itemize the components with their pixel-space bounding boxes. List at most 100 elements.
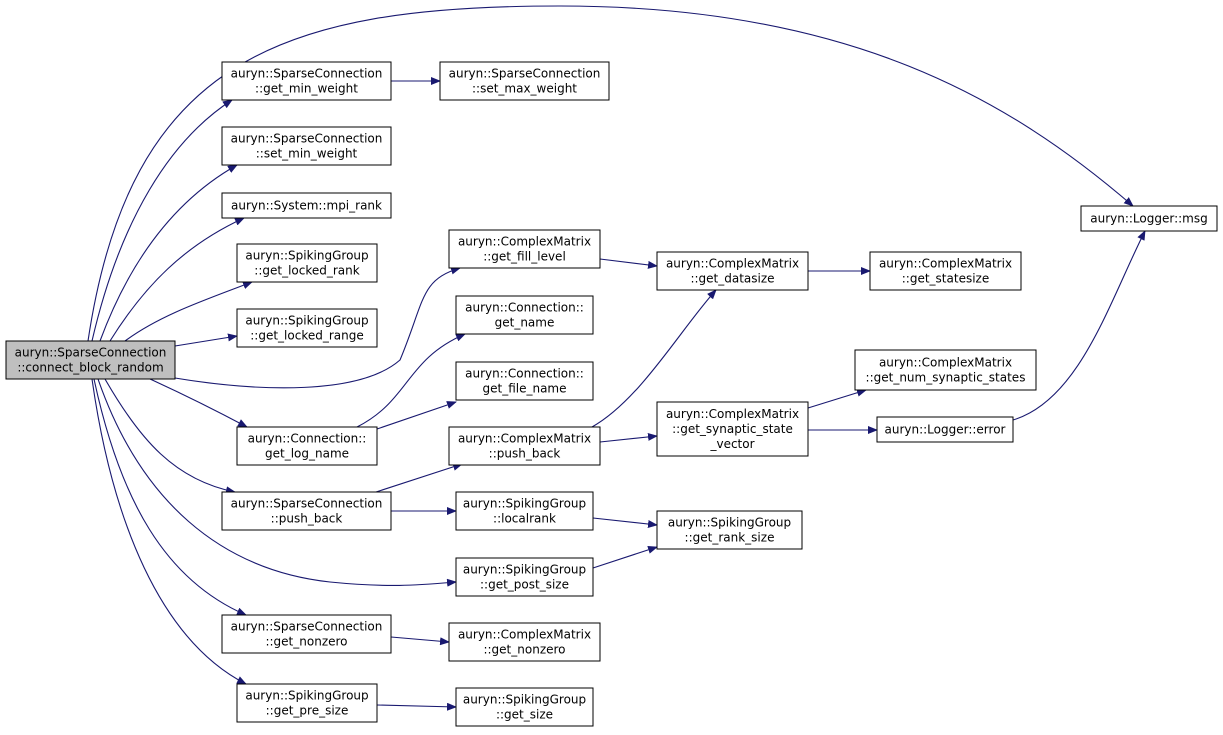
node-sg-get-locked-range[interactable]: auryn::SpikingGroup::get_locked_range — [236, 308, 378, 348]
node-cm-push-back[interactable]: auryn::ComplexMatrix::push_back — [448, 426, 601, 466]
node-box[interactable] — [236, 426, 378, 466]
node-label-line: auryn::ComplexMatrix — [666, 257, 799, 271]
node-label-line: ::push_back — [271, 512, 343, 526]
node-label-line: ::get_num_synaptic_states — [866, 371, 1026, 385]
node-cm-get-num-synaptic-states[interactable]: auryn::ComplexMatrix::get_num_synaptic_s… — [854, 349, 1037, 391]
node-label-line: auryn::SparseConnection — [15, 346, 167, 360]
node-conn-get-log-name[interactable]: auryn::Connection::get_log_name — [236, 426, 378, 466]
node-box[interactable] — [656, 510, 803, 550]
node-box[interactable] — [221, 126, 392, 166]
node-box[interactable] — [455, 295, 594, 335]
node-label-line: auryn::ComplexMatrix — [458, 432, 591, 446]
node-box[interactable] — [448, 229, 601, 269]
node-label-line: ::get_synaptic_state — [672, 422, 793, 436]
node-label-line: auryn::SparseConnection — [231, 497, 383, 511]
node-connect-block-random[interactable]: auryn::SparseConnection::connect_block_r… — [5, 340, 176, 380]
node-conn-get-name[interactable]: auryn::Connection::get_name — [455, 295, 594, 335]
node-sg-get-pre-size[interactable]: auryn::SpikingGroup::get_pre_size — [236, 683, 378, 723]
node-sc-set-min-weight[interactable]: auryn::SparseConnection::set_min_weight — [221, 126, 392, 166]
node-logger-msg[interactable]: auryn::Logger::msg — [1080, 205, 1218, 232]
node-label-line: ::localrank — [493, 512, 556, 526]
node-box[interactable] — [656, 251, 809, 291]
node-box[interactable] — [221, 614, 392, 654]
node-box[interactable] — [869, 251, 1022, 291]
node-label-line: auryn::SpikingGroup — [245, 249, 368, 263]
edge-logger_error-to-logger_msg — [1012, 230, 1146, 421]
node-box[interactable] — [236, 308, 378, 348]
edge-cm_get_fill_level-to-cm_get_datasize — [599, 258, 658, 269]
node-box[interactable] — [876, 416, 1014, 443]
node-label-line: auryn::SpikingGroup — [463, 497, 586, 511]
node-box[interactable] — [455, 557, 594, 597]
node-label-line: auryn::Connection:: — [465, 301, 584, 315]
edge-sc_push_back-to-cm_push_back — [375, 462, 463, 493]
edge-connect_block_random-to-sg_get_pre_size — [91, 378, 247, 685]
node-logger-error[interactable]: auryn::Logger::error — [876, 416, 1014, 443]
node-box[interactable] — [236, 683, 378, 723]
nodes-layer: auryn::SparseConnection::connect_block_r… — [5, 61, 1218, 727]
node-label-line: ::get_nonzero — [265, 635, 347, 649]
node-cm-get-datasize[interactable]: auryn::ComplexMatrix::get_datasize — [656, 251, 809, 291]
node-sg-localrank[interactable]: auryn::SpikingGroup::localrank — [455, 491, 594, 531]
node-sc-get-nonzero[interactable]: auryn::SparseConnection::get_nonzero — [221, 614, 392, 654]
node-box[interactable] — [221, 192, 392, 219]
node-sg-get-rank-size[interactable]: auryn::SpikingGroup::get_rank_size — [656, 510, 803, 550]
node-box[interactable] — [455, 491, 594, 531]
node-label-line: auryn::ComplexMatrix — [666, 407, 799, 421]
edges-layer — [87, 5, 1146, 711]
edge-sg_get_pre_size-to-sg_get_size — [376, 702, 457, 711]
node-box[interactable] — [221, 491, 392, 531]
node-box[interactable] — [448, 426, 601, 466]
edge-connect_block_random-to-sg_get_locked_rank — [124, 281, 253, 342]
node-box[interactable] — [1080, 205, 1218, 232]
node-label-line: ::set_max_weight — [472, 82, 577, 96]
node-label-line: ::get_locked_rank — [254, 264, 359, 278]
node-box[interactable] — [455, 687, 594, 727]
node-box[interactable] — [854, 349, 1037, 391]
node-conn-get-file-name[interactable]: auryn::Connection::get_file_name — [455, 361, 594, 401]
node-label-line: ::get_pre_size — [266, 704, 349, 718]
node-box[interactable] — [5, 340, 176, 380]
node-label-line: ::get_post_size — [480, 578, 569, 592]
node-label-line: auryn::SpikingGroup — [463, 693, 586, 707]
node-label-line: auryn::SpikingGroup — [245, 689, 368, 703]
node-label-line: auryn::SpikingGroup — [245, 314, 368, 328]
node-sg-get-post-size[interactable]: auryn::SpikingGroup::get_post_size — [455, 557, 594, 597]
node-label-line: ::get_rank_size — [685, 531, 775, 545]
node-box[interactable] — [439, 61, 610, 101]
node-label-line: ::get_size — [496, 708, 553, 722]
node-sg-get-size[interactable]: auryn::SpikingGroup::get_size — [455, 687, 594, 727]
node-sc-get-min-weight[interactable]: auryn::SparseConnection::get_min_weight — [221, 61, 392, 101]
node-sg-get-locked-rank[interactable]: auryn::SpikingGroup::get_locked_rank — [236, 243, 378, 283]
node-sc-set-max-weight[interactable]: auryn::SparseConnection::set_max_weight — [439, 61, 610, 101]
edge-connect_block_random-to-sys_mpi_rank — [109, 217, 245, 342]
edge-conn_get_log_name-to-conn_get_name — [356, 333, 466, 428]
node-label-line: auryn::SparseConnection — [231, 132, 383, 146]
node-sys-mpi-rank[interactable]: auryn::System::mpi_rank — [221, 192, 392, 219]
node-label-line: auryn::SparseConnection — [449, 67, 601, 81]
node-label-line: ::get_nonzero — [483, 643, 565, 657]
node-label-line: auryn::SpikingGroup — [463, 563, 586, 577]
node-label-line: auryn::Logger::error — [885, 423, 1006, 437]
edge-connect_block_random-to-sg_get_locked_range — [174, 333, 238, 347]
node-box[interactable] — [448, 622, 601, 662]
node-box[interactable] — [455, 361, 594, 401]
node-cm-get-fill-level[interactable]: auryn::ComplexMatrix::get_fill_level — [448, 229, 601, 269]
node-sc-push-back[interactable]: auryn::SparseConnection::push_back — [221, 491, 392, 531]
node-label-line: auryn::ComplexMatrix — [879, 356, 1012, 370]
node-label-line: ::push_back — [489, 447, 561, 461]
edge-connect_block_random-to-logger_msg — [87, 5, 1134, 342]
node-cm-get-statesize[interactable]: auryn::ComplexMatrix::get_statesize — [869, 251, 1022, 291]
node-box[interactable] — [236, 243, 378, 283]
edge-connect_block_random-to-sc_get_nonzero — [93, 378, 247, 616]
edge-connect_block_random-to-conn_get_log_name — [149, 378, 248, 428]
node-cm-get-nonzero[interactable]: auryn::ComplexMatrix::get_nonzero — [448, 622, 601, 662]
node-label-line: auryn::System::mpi_rank — [231, 199, 382, 213]
edge-connect_block_random-to-cm_get_fill_level — [174, 266, 461, 389]
node-label-line: auryn::ComplexMatrix — [458, 235, 591, 249]
node-box[interactable] — [221, 61, 392, 101]
edge-sg_get_post_size-to-sg_get_rank_size — [592, 546, 658, 569]
node-cm-get-synaptic-state-vector[interactable]: auryn::ComplexMatrix::get_synaptic_state… — [656, 401, 809, 457]
node-box[interactable] — [656, 401, 809, 457]
